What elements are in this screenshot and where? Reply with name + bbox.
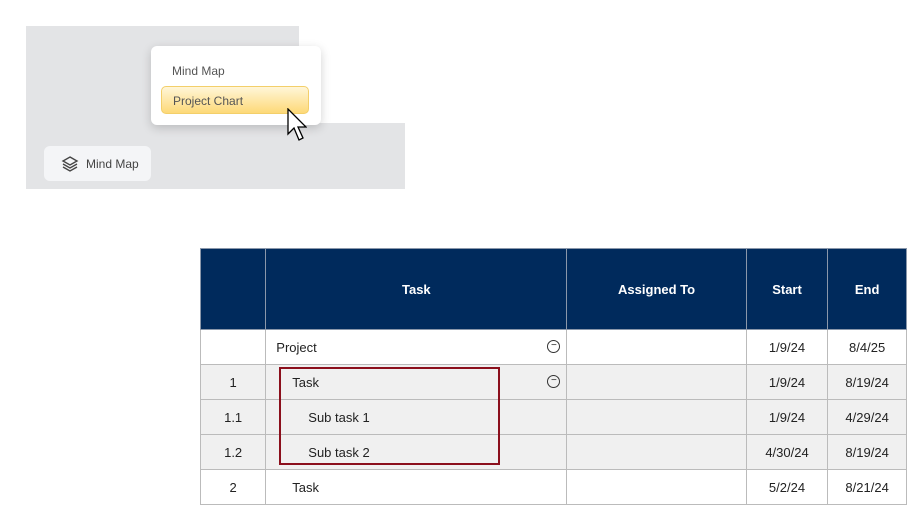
assigned-cell[interactable]: [566, 364, 747, 400]
header-assigned[interactable]: Assigned To: [566, 248, 747, 330]
header-start[interactable]: Start: [745, 248, 829, 330]
task-name: Project: [276, 339, 317, 355]
collapse-icon[interactable]: −: [547, 375, 561, 388]
end-cell[interactable]: 8/19/24: [827, 434, 907, 470]
assigned-cell[interactable]: [566, 329, 747, 365]
task-name: Task: [292, 479, 320, 495]
end-cell[interactable]: 4/29/24: [827, 399, 907, 435]
header-end[interactable]: End: [827, 248, 907, 330]
collapse-icon[interactable]: −: [547, 340, 561, 353]
view-switch-label: Mind Map: [86, 156, 139, 171]
end-cell[interactable]: 8/21/24: [827, 469, 907, 505]
menu-item-mind-map[interactable]: Mind Map: [172, 64, 225, 78]
task-name: Sub task 1: [308, 409, 370, 425]
header-task[interactable]: Task: [265, 248, 568, 330]
table-row[interactable]: 1.2 Sub task 2 4/30/24 8/19/24: [199, 434, 907, 470]
start-cell[interactable]: 5/2/24: [745, 469, 829, 505]
end-cell[interactable]: 8/19/24: [827, 364, 907, 400]
task-cell[interactable]: Task: [265, 469, 568, 505]
assigned-cell[interactable]: [566, 434, 747, 470]
task-cell[interactable]: Project −: [265, 329, 568, 365]
row-id: 1.2: [199, 434, 267, 470]
menu-item-project-chart[interactable]: Project Chart: [161, 86, 309, 114]
task-cell[interactable]: Task −: [265, 364, 568, 400]
task-name: Sub task 2: [308, 444, 370, 460]
project-table: Task Assigned To Start End Project − 1/9/…: [199, 248, 907, 505]
layers-icon: [61, 155, 79, 172]
assigned-cell[interactable]: [566, 469, 747, 505]
row-id: 1.1: [199, 399, 267, 435]
view-switch-button[interactable]: Mind Map: [44, 146, 151, 181]
table-row[interactable]: 2 Task 5/2/24 8/21/24: [199, 469, 907, 505]
row-id: [199, 329, 267, 365]
mouse-cursor-icon: [287, 108, 307, 141]
row-id: 2: [199, 469, 267, 505]
end-cell[interactable]: 8/4/25: [827, 329, 907, 365]
table-row[interactable]: 1.1 Sub task 1 1/9/24 4/29/24: [199, 399, 907, 435]
highlight-box: [279, 367, 500, 465]
header-id[interactable]: [199, 248, 267, 330]
start-cell[interactable]: 1/9/24: [745, 364, 829, 400]
view-menu: Mind Map Project Chart: [151, 46, 321, 125]
table-row[interactable]: 1 Task − 1/9/24 8/19/24: [199, 364, 907, 400]
row-id: 1: [199, 364, 267, 400]
task-name: Task: [292, 374, 320, 390]
table-row[interactable]: Project − 1/9/24 8/4/25: [199, 329, 907, 365]
assigned-cell[interactable]: [566, 399, 747, 435]
start-cell[interactable]: 1/9/24: [745, 399, 829, 435]
task-cell[interactable]: Sub task 1: [265, 399, 568, 435]
start-cell[interactable]: 4/30/24: [745, 434, 829, 470]
start-cell[interactable]: 1/9/24: [745, 329, 829, 365]
